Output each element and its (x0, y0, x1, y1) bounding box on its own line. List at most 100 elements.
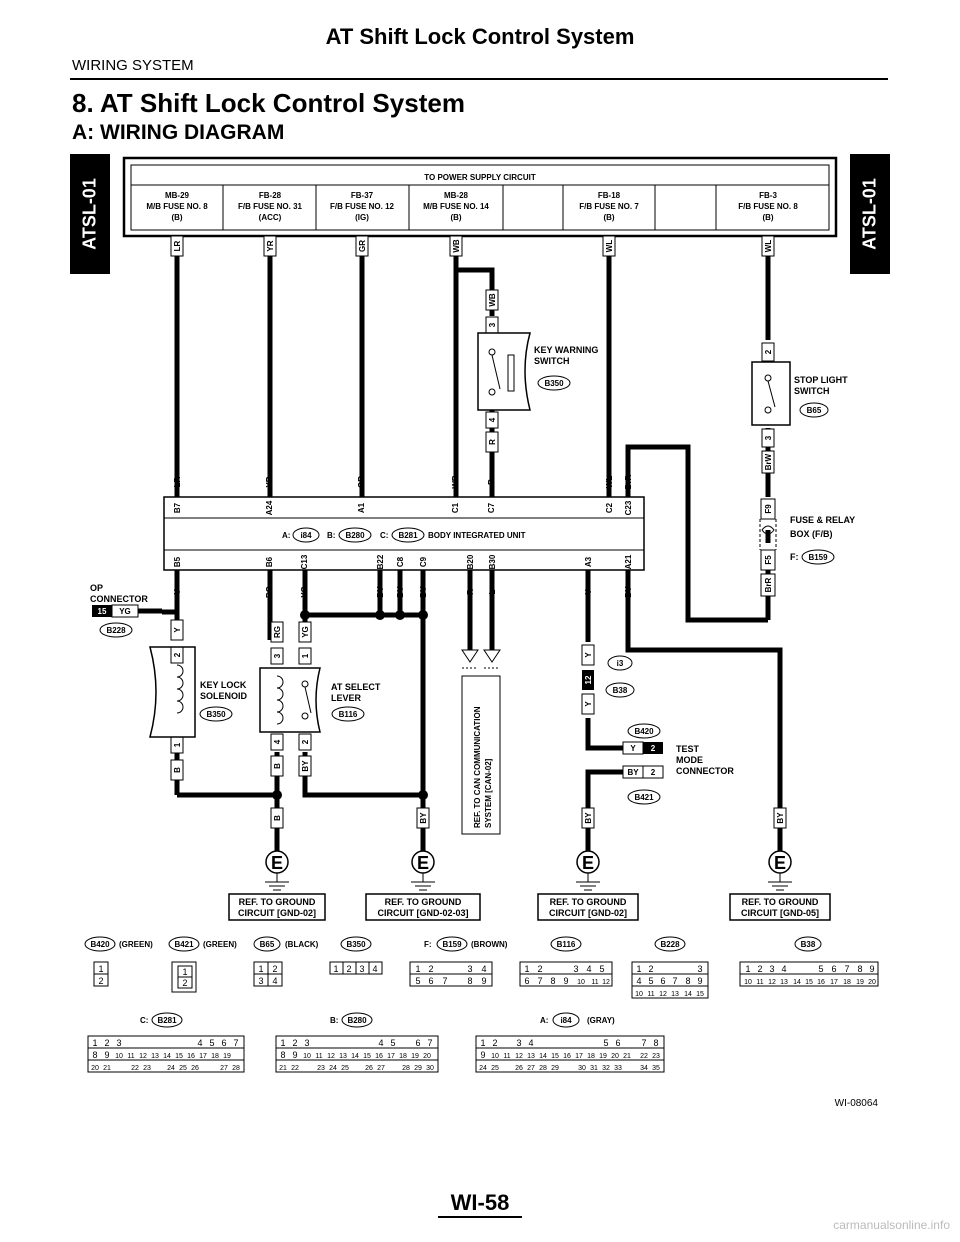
svg-text:1: 1 (745, 964, 750, 974)
fuse-3-l2: F/B FUSE NO. 12 (330, 202, 395, 211)
svg-text:B350: B350 (346, 940, 366, 949)
svg-text:REF. TO GROUND: REF. TO GROUND (385, 897, 462, 907)
wire-label: YR (266, 240, 275, 251)
fuse-relay-box: F9 F5 BrR FUSE & RELAY BOX (F/B) F: B159 (759, 498, 855, 597)
svg-text:E: E (271, 853, 283, 873)
stop-light-label1: STOP LIGHT (794, 375, 848, 385)
svg-text:3: 3 (573, 964, 578, 974)
watermark: carmanualsonline.info (833, 1218, 950, 1232)
svg-text:19: 19 (599, 1053, 607, 1060)
svg-text:C8: C8 (396, 556, 405, 567)
svg-text:25: 25 (341, 1065, 349, 1072)
svg-text:i84: i84 (300, 531, 312, 540)
svg-text:BrW: BrW (764, 453, 773, 470)
svg-text:1: 1 (182, 967, 187, 977)
svg-text:2: 2 (428, 964, 433, 974)
svg-text:29: 29 (414, 1065, 422, 1072)
fuse-2-l2: F/B FUSE NO. 31 (238, 202, 303, 211)
svg-text:5: 5 (603, 1038, 608, 1048)
wire-label: GR (358, 240, 367, 252)
svg-text:REF. TO GROUND: REF. TO GROUND (239, 897, 316, 907)
biu-label: BODY INTEGRATED UNIT (428, 531, 526, 540)
svg-text:9: 9 (104, 1050, 109, 1060)
svg-text:A:: A: (540, 1016, 548, 1025)
svg-text:9: 9 (481, 976, 486, 986)
svg-text:4: 4 (528, 1038, 533, 1048)
svg-text:13: 13 (780, 979, 788, 986)
svg-text:20: 20 (91, 1065, 99, 1072)
can-reference: REF. TO CAN COMMUNICATION SYSTEM [CAN-02… (461, 649, 501, 835)
i3-connector: Y 12 Y i3 B38 (581, 644, 635, 715)
svg-text:RG: RG (265, 586, 274, 598)
svg-text:34: 34 (640, 1065, 648, 1072)
svg-text:YG: YG (301, 626, 310, 638)
wire-label: WL (605, 240, 614, 253)
svg-text:14: 14 (539, 1053, 547, 1060)
fuse-1-l1: MB-29 (165, 191, 190, 200)
svg-text:B38: B38 (613, 686, 628, 695)
test-mode-connector: B420 Y 2 BY 2 TEST MODE CONNECTOR B421 (622, 723, 734, 805)
svg-text:GR: GR (357, 476, 366, 488)
svg-text:17: 17 (387, 1053, 395, 1060)
power-wire-labels: LR YR GR WB WL WL (170, 235, 775, 257)
svg-text:8: 8 (280, 1050, 285, 1060)
header-rule (70, 78, 888, 80)
svg-text:R: R (487, 479, 496, 485)
svg-text:7: 7 (672, 976, 677, 986)
svg-text:12: 12 (768, 979, 776, 986)
stop-light-conn: B65 (807, 406, 822, 415)
svg-text:2: 2 (346, 964, 351, 974)
power-supply-title: TO POWER SUPPLY CIRCUIT (424, 173, 536, 182)
svg-text:B281: B281 (157, 1016, 177, 1025)
fuse-relay-conn: B159 (808, 553, 828, 562)
svg-text:B228: B228 (660, 940, 680, 949)
svg-text:8: 8 (685, 976, 690, 986)
svg-text:YG: YG (300, 586, 309, 598)
svg-text:KEY LOCK: KEY LOCK (200, 680, 247, 690)
footer-rule (438, 1216, 522, 1218)
section-title: 8. AT Shift Lock Control System (72, 88, 465, 118)
svg-text:C2: C2 (605, 502, 614, 513)
svg-text:OP: OP (90, 583, 103, 593)
svg-text:10: 10 (744, 979, 752, 986)
svg-text:BY: BY (627, 768, 639, 777)
svg-text:1: 1 (524, 964, 529, 974)
svg-text:B421: B421 (174, 940, 194, 949)
svg-text:1: 1 (301, 653, 310, 658)
svg-text:SYSTEM [CAN-02]: SYSTEM [CAN-02] (484, 758, 493, 828)
svg-text:(GRAY): (GRAY) (587, 1016, 615, 1025)
svg-text:B420: B420 (90, 940, 110, 949)
svg-text:20: 20 (868, 979, 876, 986)
svg-text:14: 14 (163, 1053, 171, 1060)
fuse-3-l1: FB-37 (351, 191, 374, 200)
svg-text:26: 26 (515, 1065, 523, 1072)
svg-text:TEST: TEST (676, 744, 700, 754)
svg-text:3: 3 (764, 435, 773, 440)
svg-text:29: 29 (551, 1065, 559, 1072)
svg-text:Y: Y (630, 744, 636, 753)
fuse-5-l3: (B) (603, 213, 614, 222)
svg-text:Y: Y (584, 701, 593, 707)
svg-text:21: 21 (623, 1053, 631, 1060)
svg-text:8: 8 (857, 964, 862, 974)
svg-text:C:: C: (380, 531, 388, 540)
svg-text:BY: BY (584, 812, 593, 824)
svg-text:WL: WL (605, 476, 614, 489)
svg-text:B6: B6 (265, 556, 274, 567)
page-number: WI-58 (450, 1190, 510, 1215)
svg-text:B65: B65 (260, 940, 275, 949)
svg-text:CONNECTOR: CONNECTOR (676, 766, 734, 776)
svg-text:C23: C23 (624, 500, 633, 515)
svg-text:15: 15 (175, 1053, 183, 1060)
wire-label: WL (764, 240, 773, 253)
svg-text:WB: WB (451, 475, 460, 489)
svg-text:(GREEN): (GREEN) (203, 940, 237, 949)
svg-text:23: 23 (143, 1065, 151, 1072)
svg-text:25: 25 (491, 1065, 499, 1072)
svg-text:2: 2 (648, 964, 653, 974)
svg-text:1: 1 (173, 742, 182, 747)
svg-text:B116: B116 (339, 710, 358, 719)
svg-text:BrR: BrR (764, 577, 773, 592)
svg-text:E: E (417, 853, 429, 873)
